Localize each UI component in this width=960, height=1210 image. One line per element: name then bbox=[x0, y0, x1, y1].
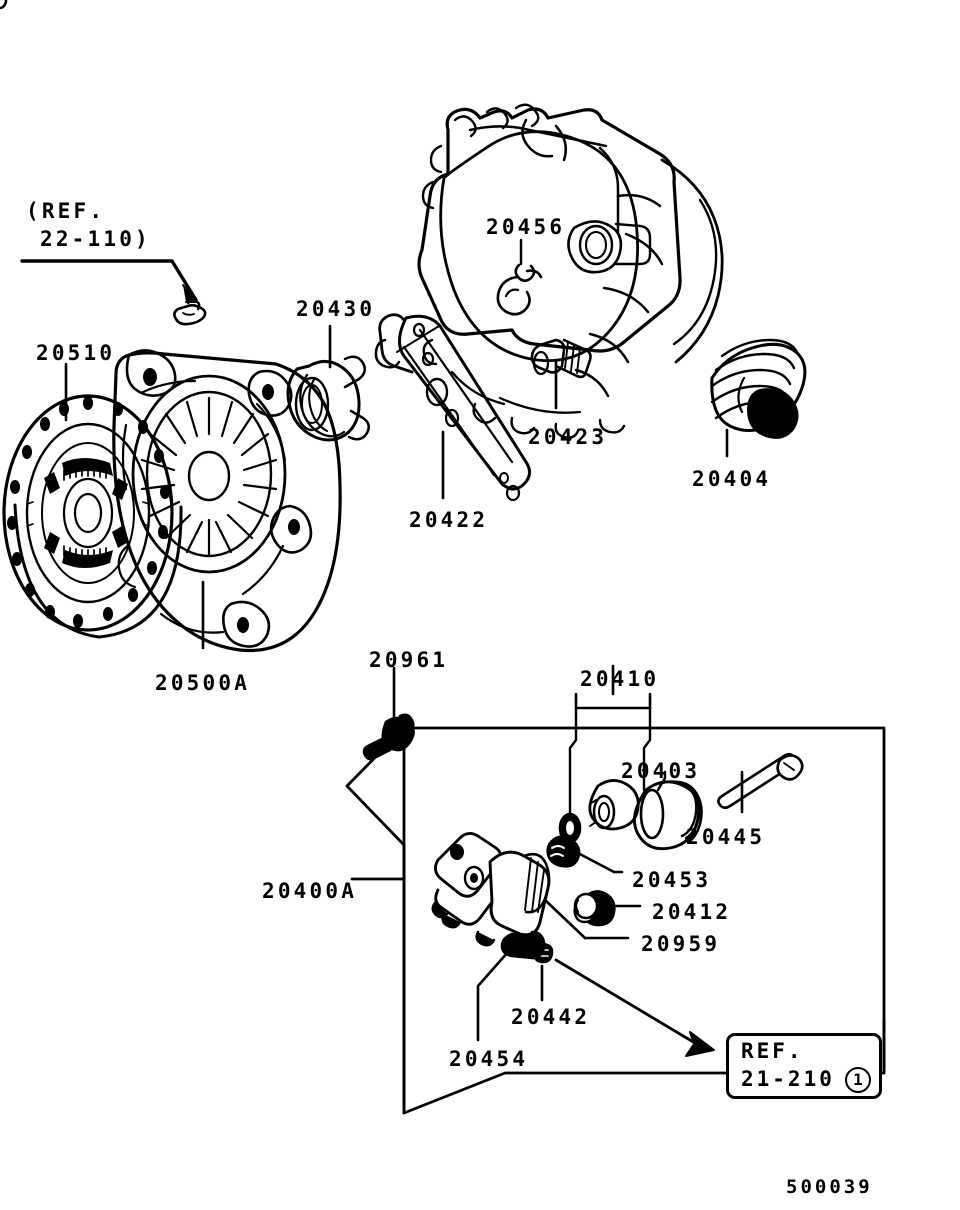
callout-20400A[interactable]: 20400A bbox=[262, 879, 358, 903]
bleeder-cap-20959 bbox=[543, 898, 630, 940]
clutch-disc-20510 bbox=[2, 362, 183, 639]
callout-20456[interactable]: 20456 bbox=[486, 215, 566, 239]
cylinder-boot-20403 bbox=[632, 770, 703, 851]
pilot-bush-ref-part bbox=[173, 298, 207, 326]
callout-20454[interactable]: 20454 bbox=[449, 1047, 529, 1071]
callout-20423[interactable]: 20423 bbox=[528, 425, 608, 449]
reference-box-circle-number: 1 bbox=[845, 1067, 871, 1093]
reference-box-21-210[interactable]: REF. 21-210 1 bbox=[726, 1033, 882, 1099]
callout-20453[interactable]: 20453 bbox=[632, 868, 712, 892]
spring-20453 bbox=[546, 835, 624, 874]
release-bearing-20430 bbox=[286, 324, 371, 442]
callout-20442[interactable]: 20442 bbox=[511, 1005, 591, 1029]
callout-20410[interactable]: 20410 bbox=[580, 667, 660, 691]
callout-20500A[interactable]: 20500A bbox=[155, 671, 251, 695]
transmission-housing bbox=[417, 103, 724, 439]
drawing-number: 500039 bbox=[786, 1176, 873, 1198]
ref-note-22-110-line2: 22-110) bbox=[40, 227, 151, 251]
callout-20430[interactable]: 20430 bbox=[296, 297, 376, 321]
callout-20422[interactable]: 20422 bbox=[409, 508, 489, 532]
release-fork-20422 bbox=[374, 313, 531, 502]
callout-20412[interactable]: 20412 bbox=[652, 900, 732, 924]
retaining-bolt-20454 bbox=[476, 930, 546, 1042]
callout-20961[interactable]: 20961 bbox=[369, 648, 449, 672]
slave-cylinder-body bbox=[431, 832, 551, 947]
callout-20445[interactable]: 20445 bbox=[686, 825, 766, 849]
callout-20510[interactable]: 20510 bbox=[36, 341, 116, 365]
ref-note-22-110-line1: (REF. bbox=[26, 199, 106, 223]
ref-22-110-leader bbox=[20, 259, 198, 303]
cap-20412 bbox=[573, 890, 642, 927]
callout-20959[interactable]: 20959 bbox=[641, 932, 721, 956]
clutch-switch-20423 bbox=[530, 338, 592, 410]
reference-box-line1: REF. bbox=[741, 1039, 804, 1063]
boot-20404 bbox=[710, 338, 807, 458]
push-rod-20445 bbox=[717, 752, 804, 814]
callout-20403[interactable]: 20403 bbox=[621, 759, 701, 783]
piston-seal-kit-20410 bbox=[558, 664, 652, 844]
reference-box-line2: 21-210 bbox=[741, 1067, 835, 1091]
callout-20404[interactable]: 20404 bbox=[692, 467, 772, 491]
retainer-clip-20456 bbox=[496, 238, 543, 316]
ref-21-210-arrow bbox=[554, 958, 715, 1057]
